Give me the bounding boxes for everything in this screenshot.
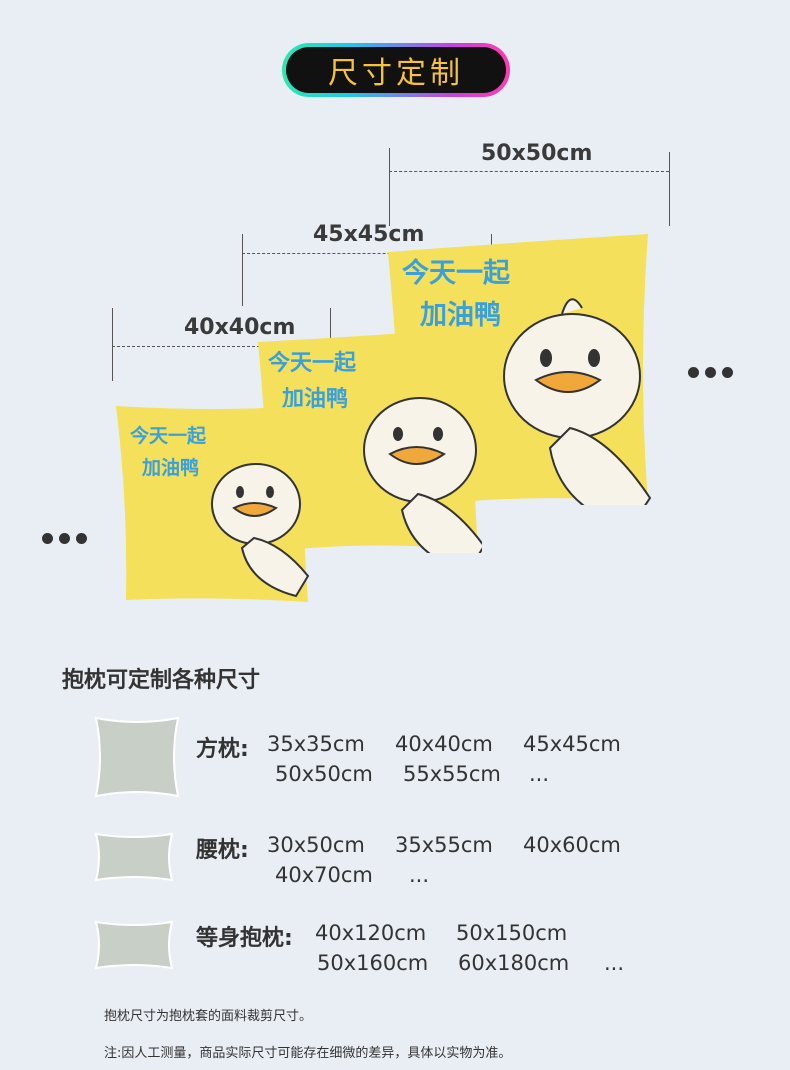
section-title: 抱枕可定制各种尺寸 (62, 668, 261, 693)
body-pillow-shape-icon (94, 920, 174, 974)
pillow-text-line2: 加油鸭 (141, 456, 199, 479)
size-value: 45x45cm (523, 732, 621, 756)
dim-tick (330, 308, 331, 348)
dim-line-45 (242, 253, 491, 254)
size-value: ... (529, 762, 550, 786)
pillow-text-line1: 今天一起 (402, 257, 511, 289)
size-value: ... (409, 863, 430, 887)
dots-decoration-right (688, 367, 733, 378)
dim-tick (242, 234, 243, 306)
size-value: 50x50cm (275, 762, 373, 786)
dim-tick (389, 148, 390, 226)
pillow-small: 今天一起 加油鸭 (112, 402, 312, 602)
pillow-text-line1: 今天一起 (129, 424, 207, 447)
size-value: 35x55cm (395, 833, 493, 857)
pillow-medium: 今天一起 加油鸭 (252, 328, 482, 553)
title-badge: 尺寸定制 (282, 43, 510, 97)
pillow-text-line1: 今天一起 (268, 350, 357, 376)
size-value: 60x180cm (458, 951, 570, 975)
pillow-text-line2: 加油鸭 (420, 300, 501, 331)
size-value: 40x40cm (395, 732, 493, 756)
dim-label-45: 45x45cm (313, 222, 425, 247)
square-pillow-shape-icon (94, 716, 180, 802)
size-value: 35x35cm (267, 732, 365, 756)
dots-decoration-left (42, 533, 87, 544)
size-value: 50x150cm (456, 921, 568, 945)
dim-tick (112, 308, 113, 381)
row-label: 腰枕: (196, 838, 249, 863)
page-title: 尺寸定制 (286, 47, 506, 93)
dim-line-40 (112, 346, 330, 347)
row-label: 等身抱枕: (196, 926, 293, 951)
size-value: 55x55cm (403, 762, 501, 786)
size-row-waist: 腰枕: 30x50cm 35x55cm 40x60cm 40x70cm ... (196, 832, 716, 896)
size-value: 50x160cm (317, 951, 429, 975)
row-label: 方枕: (196, 737, 249, 762)
note-disclaimer: 注:因人工测量，商品实际尺寸可能存在细微的差异，具体以实物为准。 (104, 1046, 512, 1061)
size-value: 40x60cm (523, 833, 621, 857)
dim-line-50 (389, 171, 669, 172)
note-fabric: 抱枕尺寸为抱枕套的面料裁剪尺寸。 (104, 1009, 313, 1024)
size-value: 40x70cm (275, 863, 373, 887)
size-value: 40x120cm (315, 921, 427, 945)
size-row-square: 方枕: 35x35cm 40x40cm 45x45cm 50x50cm 55x5… (196, 731, 716, 795)
dim-tick (669, 152, 670, 226)
size-value: ... (604, 951, 625, 975)
dim-label-50: 50x50cm (481, 141, 593, 166)
size-value: 30x50cm (267, 833, 365, 857)
size-row-body: 等身抱枕: 40x120cm 50x150cm 50x160cm 60x180c… (196, 920, 736, 984)
dim-label-40: 40x40cm (184, 315, 296, 340)
waist-pillow-shape-icon (94, 832, 174, 886)
